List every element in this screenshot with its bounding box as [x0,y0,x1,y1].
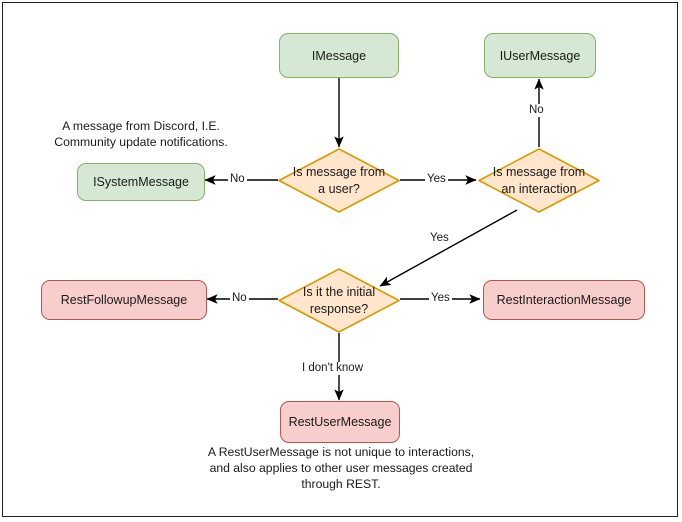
edge-label-initial-unknown: I don't know [300,362,366,375]
node-restusermessage-label: RestUserMessage [288,415,392,429]
node-imessage[interactable]: IMessage [279,33,399,78]
edge-label-user-no: No [228,173,247,186]
edge-label-initial-no: No [230,292,249,305]
diamond-shape [278,148,400,213]
caption-rest-note: A RestUserMessage is not unique to inter… [207,445,475,492]
node-decision-initial[interactable]: Is it the initial response? [276,266,402,335]
edge-interaction-yes [379,209,518,287]
node-restfollowupmessage[interactable]: RestFollowupMessage [41,280,207,320]
node-imessage-label: IMessage [311,48,367,63]
node-restinteractionmessage-label: RestInteractionMessage [496,293,632,307]
edge-label-interaction-yes: Yes [428,232,451,245]
node-iusermessage-label: IUserMessage [499,48,581,63]
node-restinteractionmessage[interactable]: RestInteractionMessage [483,280,645,320]
node-isystemmessage-label: ISystemMessage [93,175,189,189]
edge-label-user-yes: Yes [425,173,448,186]
node-decision-interaction[interactable]: Is message from an interaction [476,146,602,215]
node-iusermessage[interactable]: IUserMessage [484,33,596,78]
diamond-shape [278,268,400,333]
diamond-shape [478,148,600,213]
edge-label-initial-yes: Yes [429,292,452,305]
node-restusermessage[interactable]: RestUserMessage [280,401,400,443]
node-decision-user[interactable]: Is message from a user? [276,146,402,215]
diagram-canvas: IMessage IUserMessage ISystemMessage Res… [2,2,678,517]
node-restfollowupmessage-label: RestFollowupMessage [60,293,188,307]
node-isystemmessage[interactable]: ISystemMessage [77,163,205,201]
edge-label-interaction-no: No [527,104,546,117]
caption-system-note: A message from Discord, I.E. Community u… [54,119,228,150]
